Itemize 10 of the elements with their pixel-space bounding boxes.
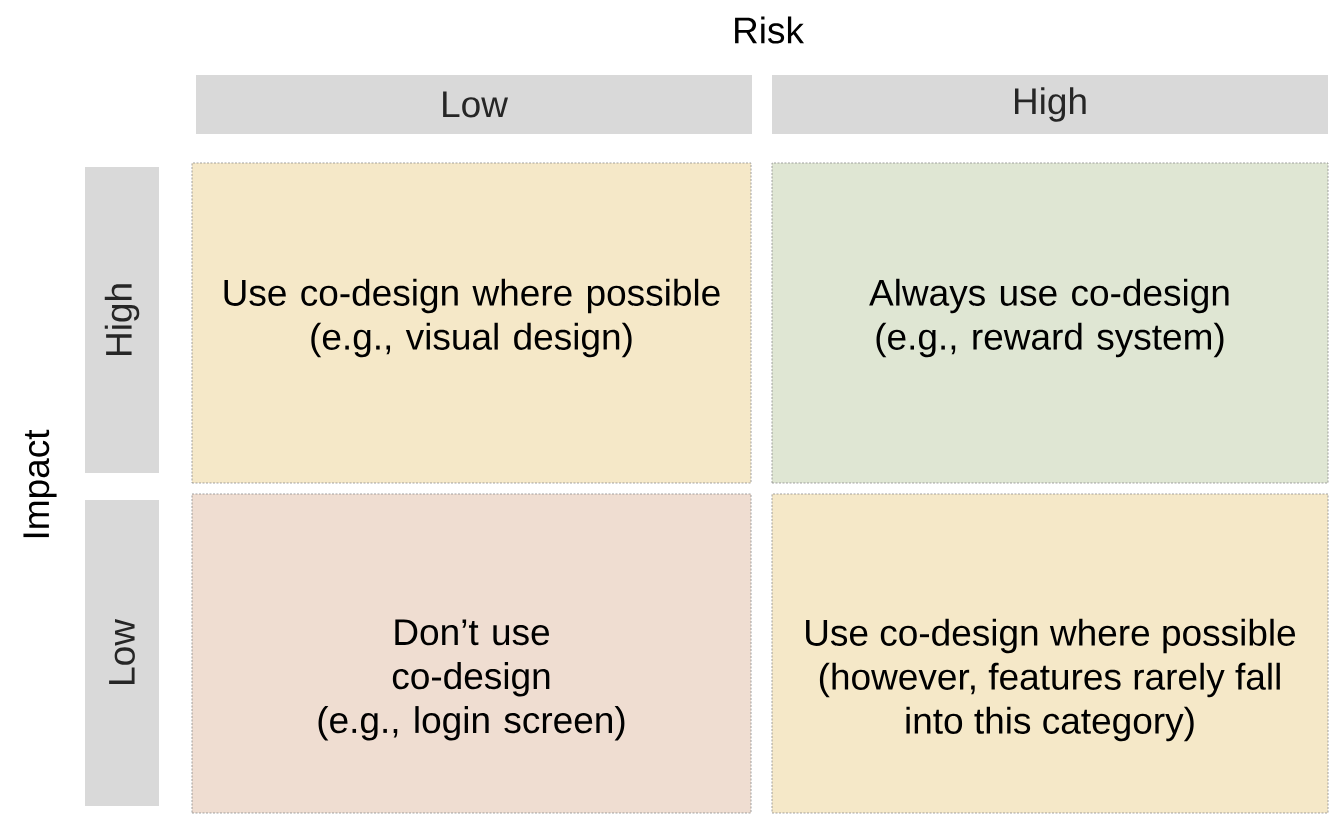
- quadrant-box: Don’t use co-design (e.g., login screen): [191, 493, 752, 814]
- axis-title: Risk: [735, 16, 804, 44]
- row-header: High: [85, 167, 159, 473]
- axis-title: Impact: [23, 429, 57, 538]
- quadrant-box: Use co-design where possible (e.g., visual design): [191, 162, 752, 484]
- column-header: High: [772, 75, 1328, 134]
- row-header: Low: [85, 500, 159, 806]
- column-header: Low: [196, 75, 752, 134]
- quadrant-box: Use co-design where possible (however, features rarely fall into this category): [771, 493, 1329, 814]
- quadrant-box: Always use co-design (e.g., reward system): [771, 162, 1329, 484]
